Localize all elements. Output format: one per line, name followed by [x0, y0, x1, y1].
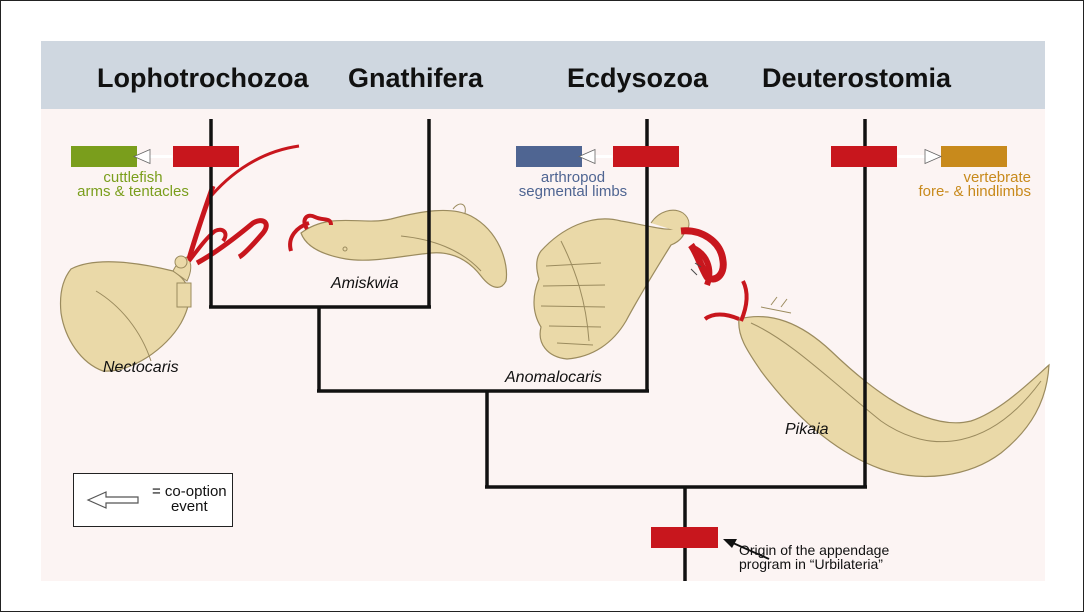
clade-label-lophotrochozoa: Lophotrochozoa: [97, 63, 308, 94]
caption-arthropod-line2: segmental limbs: [519, 183, 627, 200]
origin-note: Origin of the appendage program in “Urbi…: [739, 543, 889, 571]
clade-label-gnathifera: Gnathifera: [348, 63, 483, 94]
taxon-label-pikaia: Pikaia: [785, 421, 829, 439]
caption-cuttlefish: cuttlefish arms & tentacles: [71, 171, 195, 199]
open-arrow-icon: [84, 490, 144, 510]
caption-vertebrate: vertebrate fore- & hindlimbs: [897, 171, 1031, 199]
clade-label-ecdysozoa: Ecdysozoa: [567, 63, 708, 94]
caption-cuttlefish-line2: arms & tentacles: [77, 183, 189, 200]
taxon-label-anomalocaris: Anomalocaris: [505, 369, 602, 387]
legend-box: = co-option event: [73, 473, 233, 527]
caption-arthropod: arthropod segmental limbs: [515, 171, 631, 199]
legend-text: = co-option event: [152, 484, 227, 514]
caption-vertebrate-line2: fore- & hindlimbs: [918, 183, 1031, 200]
origin-note-line2: program in “Urbilateria”: [739, 556, 883, 572]
taxon-label-amiskwia: Amiskwia: [331, 275, 399, 293]
legend-line2: event: [171, 498, 208, 515]
origin-marker: [651, 527, 718, 548]
clade-label-deuterostomia: Deuterostomia: [762, 63, 951, 94]
taxon-label-nectocaris: Nectocaris: [103, 359, 179, 377]
